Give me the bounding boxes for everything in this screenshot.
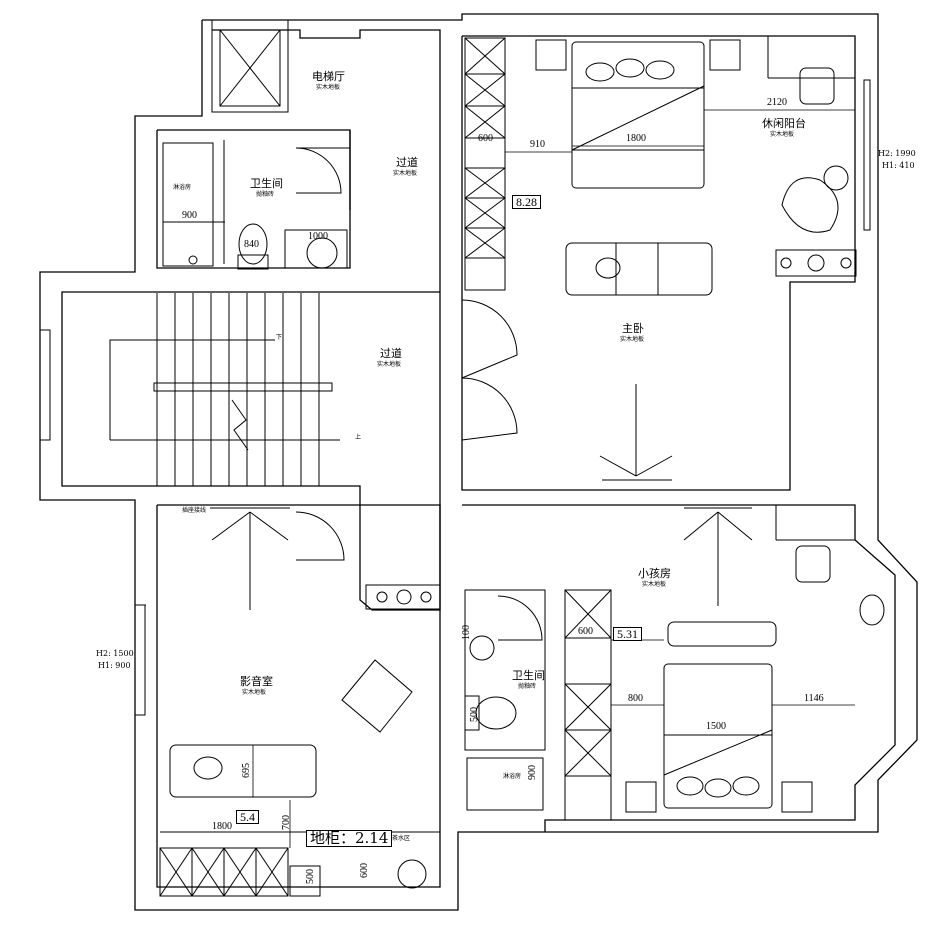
- dim-910: 910: [530, 139, 545, 150]
- master-wardrobe: [464, 37, 506, 291]
- dim-840: 840: [244, 239, 259, 250]
- stairs-up-label: 上: [355, 434, 362, 441]
- area-theater-cabinet: 5.4: [236, 810, 259, 824]
- stairs-down-label: 下: [276, 334, 283, 341]
- elevator-shaft: [211, 19, 289, 113]
- theater-window-h2: H2: 1500: [96, 649, 134, 658]
- area-floor-cabinet: 地柜：2.14: [306, 830, 393, 847]
- balcony-floor: 实木地板: [770, 131, 795, 138]
- dim-900-shower: 900: [527, 765, 538, 780]
- dim-1800-bed: 1800: [626, 133, 646, 144]
- master-window-h2: H2: 1990: [878, 149, 916, 158]
- master-bedroom-label: 主卧: [622, 322, 644, 335]
- top-bathroom-fixtures: [162, 140, 350, 270]
- corridor-mid-floor: 实木地板: [377, 361, 402, 368]
- bathroom-top-label: 卫生间: [250, 177, 283, 190]
- theater-window-h1: H1: 900: [98, 661, 131, 670]
- exterior-walls: [39, 13, 918, 911]
- dim-700: 700: [281, 815, 292, 830]
- dim-1800-theater: 1800: [212, 821, 232, 832]
- balcony-label: 休闲阳台: [762, 117, 806, 130]
- master-window-h1: H1: 410: [882, 161, 915, 170]
- theater-floor: 实木地板: [242, 689, 267, 696]
- kids-room-label: 小孩房: [638, 567, 671, 580]
- balcony-furniture: [767, 36, 871, 277]
- corridor-mid-label: 过道: [380, 347, 402, 360]
- area-kids-wardrobe: 5.31: [613, 627, 642, 641]
- theater-label: 影音室: [240, 675, 273, 688]
- dim-900: 900: [182, 210, 197, 221]
- dim-1500: 1500: [706, 721, 726, 732]
- bottom-bathroom-fixtures: [464, 589, 546, 811]
- dim-500: 500: [469, 707, 480, 722]
- master-bedroom-floor: 实木地板: [620, 336, 645, 343]
- dim-600-tea: 600: [359, 863, 370, 878]
- corridor-top-floor: 实木地板: [393, 170, 418, 177]
- dim-600-kids: 600: [578, 626, 593, 637]
- area-master-wardrobe: 8.28: [512, 195, 541, 209]
- corridor-cabinet: [365, 584, 441, 610]
- dim-695: 695: [241, 763, 252, 778]
- dim-600-top: 600: [478, 133, 493, 144]
- tea-area-label: 茶水区: [392, 835, 411, 842]
- dim-100: 100: [461, 625, 472, 640]
- socket-note-label: 插座接线: [182, 507, 207, 514]
- kids-room-floor: 实木地板: [642, 581, 667, 588]
- master-sofa: [565, 242, 713, 296]
- kids-furniture: [564, 505, 885, 821]
- dimension-lines: [160, 109, 855, 848]
- corridor-top-label: 过道: [396, 156, 418, 169]
- dim-1000: 1000: [308, 231, 328, 242]
- bathroom-top-floor: 抛釉砖: [256, 191, 275, 198]
- elevator-hall-floor: 实木地板: [316, 84, 341, 91]
- shower-bottom-label: 淋浴房: [503, 773, 522, 780]
- dim-800: 800: [628, 693, 643, 704]
- shower-top-label: 淋浴房: [173, 184, 192, 191]
- dim-500-tea: 500: [305, 869, 316, 884]
- dim-1146: 1146: [804, 693, 824, 704]
- dim-2120: 2120: [767, 97, 787, 108]
- bathroom-bottom-label: 卫生间: [512, 669, 545, 682]
- master-bed: [535, 39, 741, 189]
- bathroom-bottom-floor: 抛釉砖: [518, 683, 537, 690]
- staircase: [39, 293, 340, 486]
- elevator-hall-label: 电梯厅: [312, 70, 345, 83]
- master-doors: [461, 299, 673, 481]
